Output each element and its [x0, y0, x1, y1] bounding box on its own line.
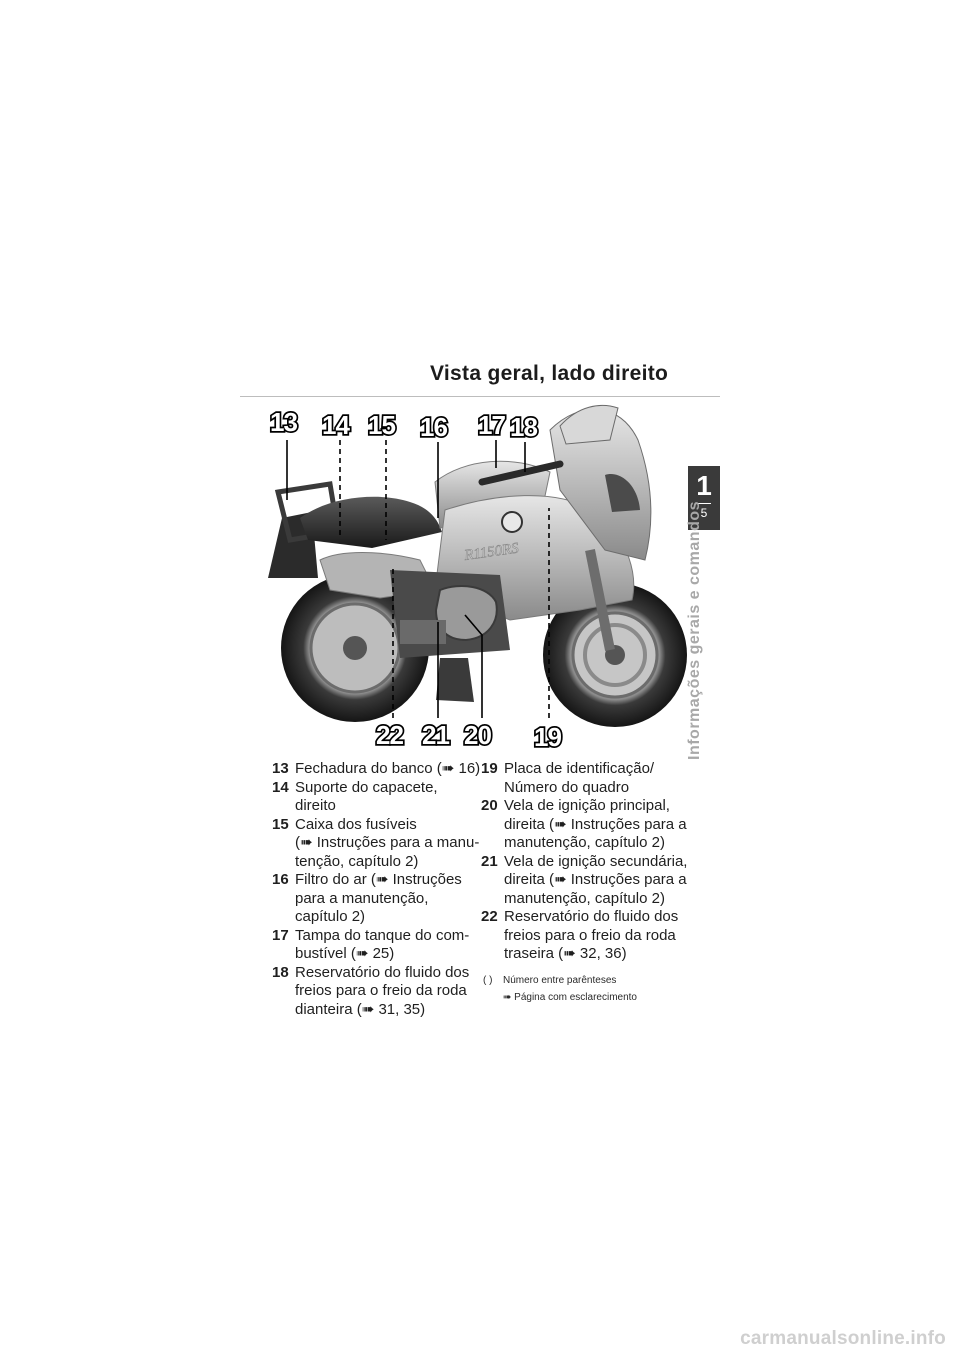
- legend-item: 20 Vela de ignição principal, direita (➠…: [481, 797, 691, 853]
- legend-number: 22: [481, 908, 498, 925]
- legend-item: 21 Vela de ignição secundária, direita (…: [481, 853, 691, 909]
- watermark: carmanualsonline.info: [740, 1328, 946, 1349]
- legend-text: Vela de ignição principal, direita (➠ In…: [504, 797, 687, 851]
- legend-item: 17 Tampa do tanque do com- bustível (➠ 2…: [272, 927, 502, 964]
- handlebar: [478, 460, 564, 486]
- callout-17: 17: [478, 410, 505, 440]
- note-row: ( ) Número entre parênteses: [483, 972, 637, 989]
- headlight: [605, 474, 640, 512]
- engine: [390, 570, 510, 658]
- legend-text: Placa de identificação/ Número do quadro: [504, 760, 655, 796]
- legend-number: 16: [272, 871, 289, 888]
- brand-badge: [501, 511, 523, 533]
- side-stand: [436, 658, 474, 702]
- callout-16: 16: [420, 412, 447, 442]
- legend-right-column: 19 Placa de identificação/ Número do qua…: [481, 760, 691, 964]
- legend-number: 13: [272, 760, 289, 777]
- legend-left-column: 13 Fechadura do banco (➠ 16) 14 Suporte …: [272, 760, 502, 1019]
- legend-number: 18: [272, 963, 289, 981]
- seat: [300, 496, 442, 548]
- legend-number: 14: [272, 778, 289, 796]
- note-symbol: ( ): [483, 975, 493, 986]
- chapter-number: 1: [696, 470, 712, 501]
- legend-text: Filtro do ar (➠ Instruções para a manute…: [295, 871, 462, 925]
- note-text: ➠ Página com esclarecimento: [503, 992, 637, 1003]
- callout-14: 14: [322, 410, 350, 440]
- callout-18: 18: [510, 412, 537, 442]
- front-fork: [585, 549, 615, 651]
- legend-item: 22 Reservatório do fluido dos freios par…: [481, 908, 691, 964]
- legend-text: Reservatório do fluido dos freios para o…: [504, 908, 679, 962]
- legend-text: Suporte do capacete, direito: [295, 778, 438, 815]
- legend-text: Caixa dos fusíveis (➠ Instruções para a …: [295, 815, 480, 870]
- callout-15: 15: [368, 410, 395, 440]
- motorcycle-illustration: R1150RS 13 14 15 16 17 18 22 21 20 19: [268, 405, 687, 754]
- rear-wheel: [281, 574, 429, 722]
- legend-text: Reservatório do fluido dos freios para o…: [295, 963, 470, 1018]
- title-divider: [240, 396, 720, 397]
- legend-item: 15 Caixa dos fusíveis (➠ Instruções para…: [272, 816, 502, 872]
- legend-number: 17: [272, 926, 289, 944]
- legend-text: Vela de ignição secundária, direita (➠ I…: [504, 852, 688, 907]
- callout-numbers: 13 14 15 16 17 18 22 21 20 19: [268, 405, 564, 753]
- page-title: Vista geral, lado direito: [430, 362, 669, 385]
- windscreen: [559, 405, 619, 445]
- legend-item: 19 Placa de identificação/ Número do qua…: [481, 760, 691, 797]
- legend-number: 20: [481, 797, 498, 814]
- callout-13: 13: [270, 407, 297, 437]
- leader-lines: [286, 440, 550, 718]
- page-number: 5: [700, 506, 708, 520]
- callout-20: 20: [464, 720, 491, 750]
- chapter-divider: [697, 503, 711, 504]
- chapter-tab: 1 5: [688, 466, 720, 530]
- notes: ( ) Número entre parênteses ➠ Página com…: [483, 972, 637, 1006]
- front-wheel: [543, 583, 687, 727]
- legend-text: Fechadura do banco (➠ 16): [295, 760, 481, 777]
- callout-22: 22: [376, 720, 403, 750]
- callout-21: 21: [422, 720, 449, 750]
- legend-item: 14 Suporte do capacete, direito: [272, 779, 502, 816]
- legend-number: 21: [481, 852, 498, 870]
- note-text: Número entre parênteses: [503, 975, 617, 986]
- legend-number: 15: [272, 815, 289, 833]
- motorcycle-figure: R1150RS 13 14 15 16 17 18 22 21 20 19: [260, 400, 690, 755]
- legend-number: 19: [481, 760, 498, 777]
- legend-item: 18 Reservatório do fluido dos freios par…: [272, 964, 502, 1020]
- legend-text: Tampa do tanque do com- bustível (➠ 25): [295, 926, 470, 963]
- legend-item: 16 Filtro do ar (➠ Instruções para a man…: [272, 871, 502, 927]
- legend-item: 13 Fechadura do banco (➠ 16): [272, 760, 502, 779]
- callout-19: 19: [534, 722, 561, 752]
- note-row: ➠ Página com esclarecimento: [483, 989, 637, 1006]
